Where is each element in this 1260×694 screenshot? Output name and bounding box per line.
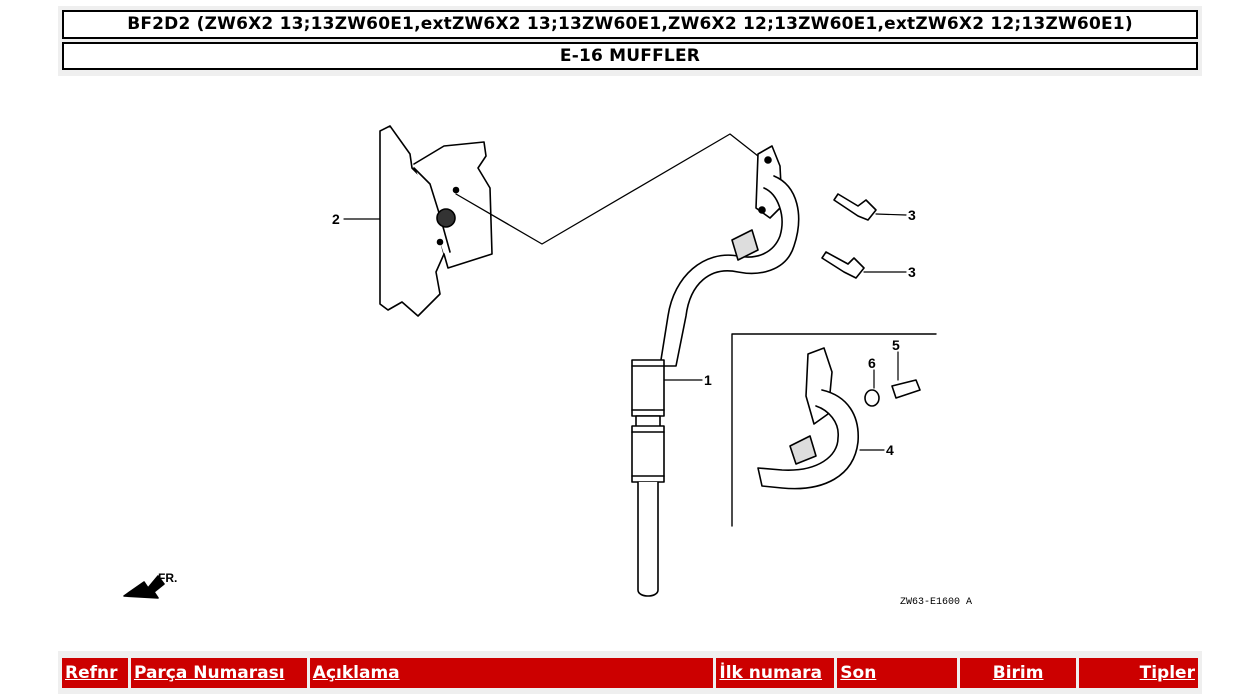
col-unit[interactable]: Birim [960,658,1077,688]
direction-label: FR. [158,571,177,585]
callout-2: 2 [332,211,340,227]
part-2-shield [343,125,493,317]
part-3-bolts [821,193,907,279]
col-first-number[interactable]: İlk numara [716,658,835,688]
col-types[interactable]: Tipler [1079,658,1198,688]
callout-1: 1 [704,372,712,388]
col-part-number[interactable]: Parça Numarası [130,658,307,688]
direction-arrow-icon [123,575,165,599]
callout-5: 5 [892,337,900,353]
col-refnr[interactable]: Refnr [62,658,128,688]
col-description[interactable]: Açıklama [309,658,714,688]
part-1-exhaust-pipe [631,145,800,597]
parts-table-header: Refnr Parça Numarası Açıklama İlk numara… [62,658,1198,688]
header: BF2D2 (ZW6X2 13;13ZW60E1,extZW6X2 13;13Z… [62,10,1198,73]
col-last[interactable]: Son [837,658,958,688]
drawing-code: ZW63-E1600 A [900,597,972,608]
callout-3a: 3 [908,207,916,223]
page-frame: BF2D2 (ZW6X2 13;13ZW60E1,extZW6X2 13;13Z… [58,6,1202,694]
section-title: E-16 MUFFLER [62,42,1198,70]
exploded-view-drawing: 2 1 3 3 4 5 6 FR. ZW63-E1600 A [123,125,972,608]
parts-diagram: 2 1 3 3 4 5 6 FR. ZW63-E1600 A [58,76,1202,651]
callout-3b: 3 [908,264,916,280]
callout-6: 6 [868,355,876,371]
inset-detail [731,333,937,527]
model-title: BF2D2 (ZW6X2 13;13ZW60E1,extZW6X2 13;13Z… [62,10,1198,39]
callout-4: 4 [886,442,894,458]
